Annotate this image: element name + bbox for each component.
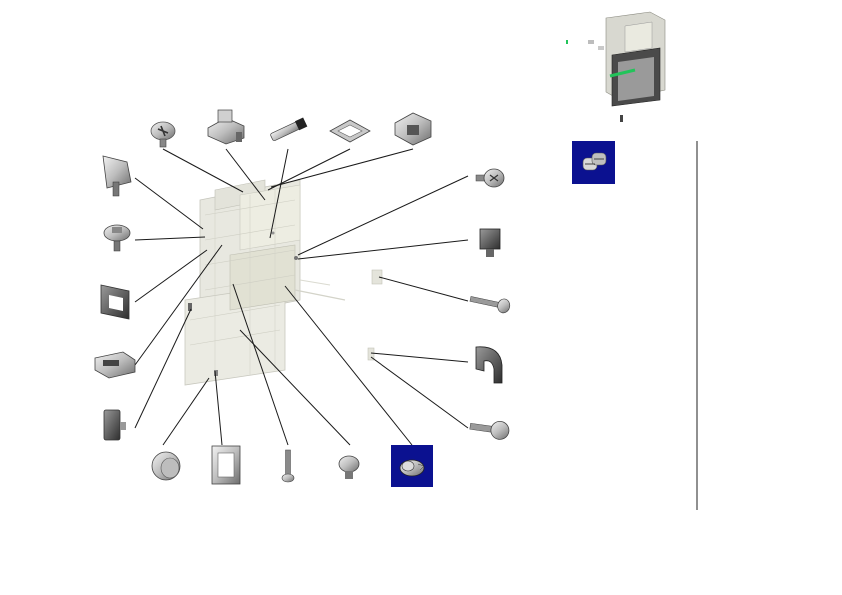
short-flange-screw-icon[interactable] — [338, 455, 360, 479]
square-gasket-icon[interactable] — [329, 119, 371, 143]
flange-bolt-icon[interactable] — [103, 224, 131, 252]
latch-bracket-icon[interactable] — [394, 112, 432, 146]
slide-clamp-icon[interactable] — [207, 109, 245, 145]
frame-gasket-icon[interactable] — [211, 445, 241, 485]
callout-lines — [134, 148, 469, 446]
channel-block-icon[interactable] — [94, 351, 136, 379]
central-assembly — [184, 179, 383, 386]
pan-head-screw-icon[interactable] — [150, 121, 176, 148]
hex-flange-screw-icon[interactable] — [391, 445, 433, 487]
pan-screw-icon[interactable] — [475, 168, 505, 188]
mount-tab-icon[interactable] — [103, 409, 126, 441]
hook-plate-icon[interactable] — [475, 346, 503, 384]
cap-knob-icon[interactable] — [151, 451, 181, 481]
crimp-clip-tool-icon — [582, 152, 607, 171]
u-bracket-icon[interactable] — [100, 284, 130, 320]
sensor-block-icon[interactable] — [479, 228, 501, 257]
assembly-preview-thumbnail[interactable] — [552, 5, 680, 133]
long-pin-icon[interactable] — [281, 449, 295, 483]
pin-rod-icon[interactable] — [270, 117, 308, 142]
shoulder-bolt-icon[interactable] — [469, 417, 510, 440]
spring-clip-icon[interactable] — [102, 155, 132, 197]
long-bolt-icon[interactable] — [469, 292, 511, 314]
crimp-clip-tool-button[interactable] — [572, 141, 615, 184]
